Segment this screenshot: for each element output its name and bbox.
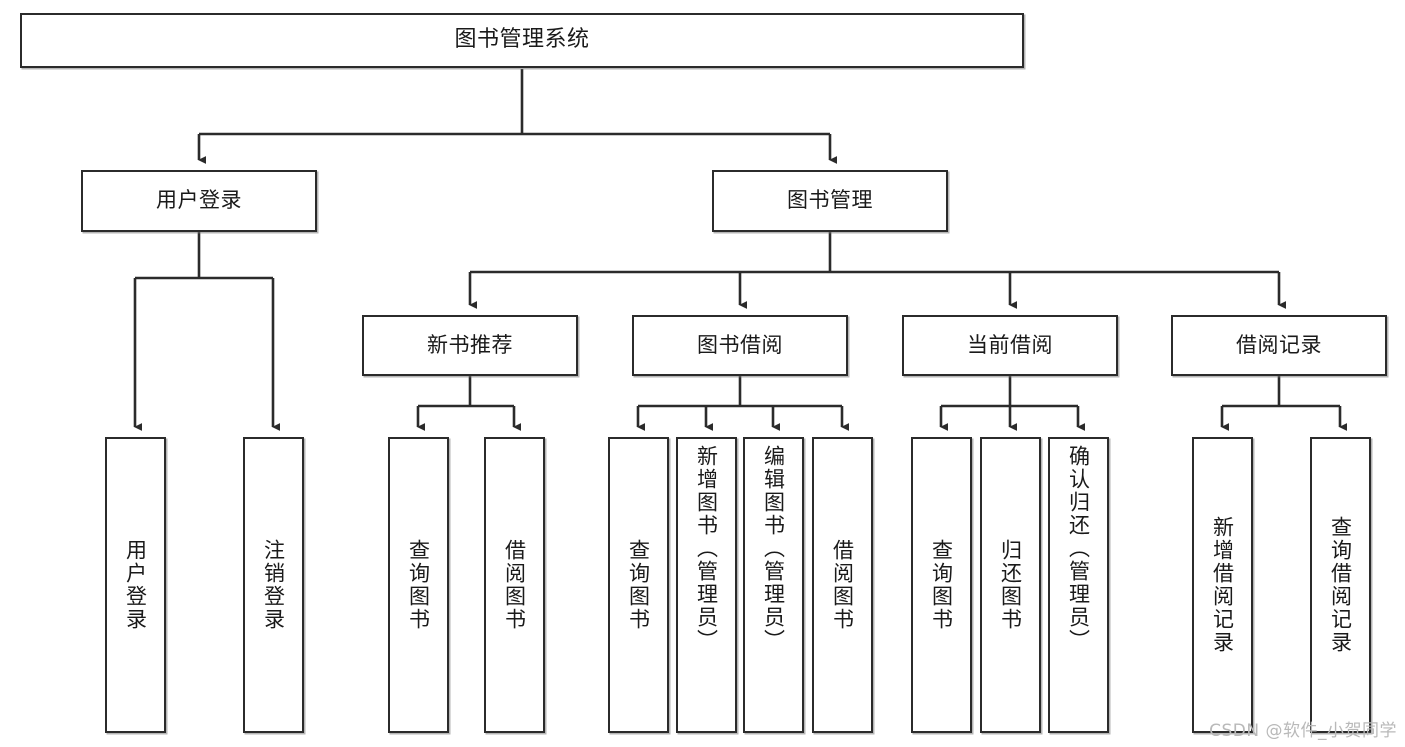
node-book-borrow[interactable]: 图书借阅 <box>632 315 848 376</box>
node-leaf-query-book-bb[interactable]: 查询图书 <box>608 437 669 733</box>
node-leaf-add-book-admin[interactable]: 新增图书（管理员） <box>676 437 737 733</box>
node-leaf-return-book[interactable]: 归还图书 <box>980 437 1041 733</box>
node-leaf-query-book-nb[interactable]: 查询图书 <box>388 437 449 733</box>
node-leaf-user-login-label: 用户登录 <box>123 539 148 631</box>
node-book-management[interactable]: 图书管理 <box>712 170 948 232</box>
node-leaf-query-book-nb-label: 查询图书 <box>406 539 431 631</box>
node-root-system-label: 图书管理系统 <box>454 27 590 53</box>
node-current-borrow[interactable]: 当前借阅 <box>902 315 1118 376</box>
node-leaf-borrow-book-nb[interactable]: 借阅图书 <box>484 437 545 733</box>
node-leaf-query-book-bb-label: 查询图书 <box>626 539 651 631</box>
node-leaf-query-book-cb[interactable]: 查询图书 <box>911 437 972 733</box>
node-leaf-query-borrow-record[interactable]: 查询借阅记录 <box>1310 437 1371 733</box>
node-leaf-add-borrow-record-label: 新增借阅记录 <box>1210 516 1235 654</box>
node-leaf-logout[interactable]: 注销登录 <box>243 437 304 733</box>
node-leaf-edit-book-admin[interactable]: 编辑图书（管理员） <box>743 437 804 733</box>
node-leaf-add-book-admin-label: 新增图书（管理员） <box>694 445 719 652</box>
node-root-system[interactable]: 图书管理系统 <box>20 13 1024 68</box>
node-leaf-confirm-return-admin[interactable]: 确认归还（管理员） <box>1048 437 1109 733</box>
node-book-management-label: 图书管理 <box>787 188 873 213</box>
node-current-borrow-label: 当前借阅 <box>967 332 1053 357</box>
node-leaf-edit-book-admin-label: 编辑图书（管理员） <box>761 445 786 652</box>
node-leaf-user-login[interactable]: 用户登录 <box>105 437 166 733</box>
node-leaf-add-borrow-record[interactable]: 新增借阅记录 <box>1192 437 1253 733</box>
node-borrow-record[interactable]: 借阅记录 <box>1171 315 1387 376</box>
csdn-watermark: CSDN @软件_小贺同学 <box>1209 721 1397 741</box>
node-borrow-record-label: 借阅记录 <box>1236 332 1322 357</box>
node-leaf-borrow-book-bb-label: 借阅图书 <box>830 539 855 631</box>
node-leaf-return-book-label: 归还图书 <box>998 539 1023 631</box>
node-new-book-recommend[interactable]: 新书推荐 <box>362 315 578 376</box>
node-leaf-logout-label: 注销登录 <box>261 539 286 631</box>
node-leaf-query-borrow-record-label: 查询借阅记录 <box>1328 516 1353 654</box>
node-leaf-confirm-return-admin-label: 确认归还（管理员） <box>1066 445 1091 652</box>
node-user-login[interactable]: 用户登录 <box>81 170 317 232</box>
node-leaf-borrow-book-nb-label: 借阅图书 <box>502 539 527 631</box>
node-new-book-recommend-label: 新书推荐 <box>427 332 513 357</box>
node-leaf-borrow-book-bb[interactable]: 借阅图书 <box>812 437 873 733</box>
node-book-borrow-label: 图书借阅 <box>697 332 783 357</box>
node-leaf-query-book-cb-label: 查询图书 <box>929 539 954 631</box>
node-user-login-label: 用户登录 <box>156 188 242 213</box>
